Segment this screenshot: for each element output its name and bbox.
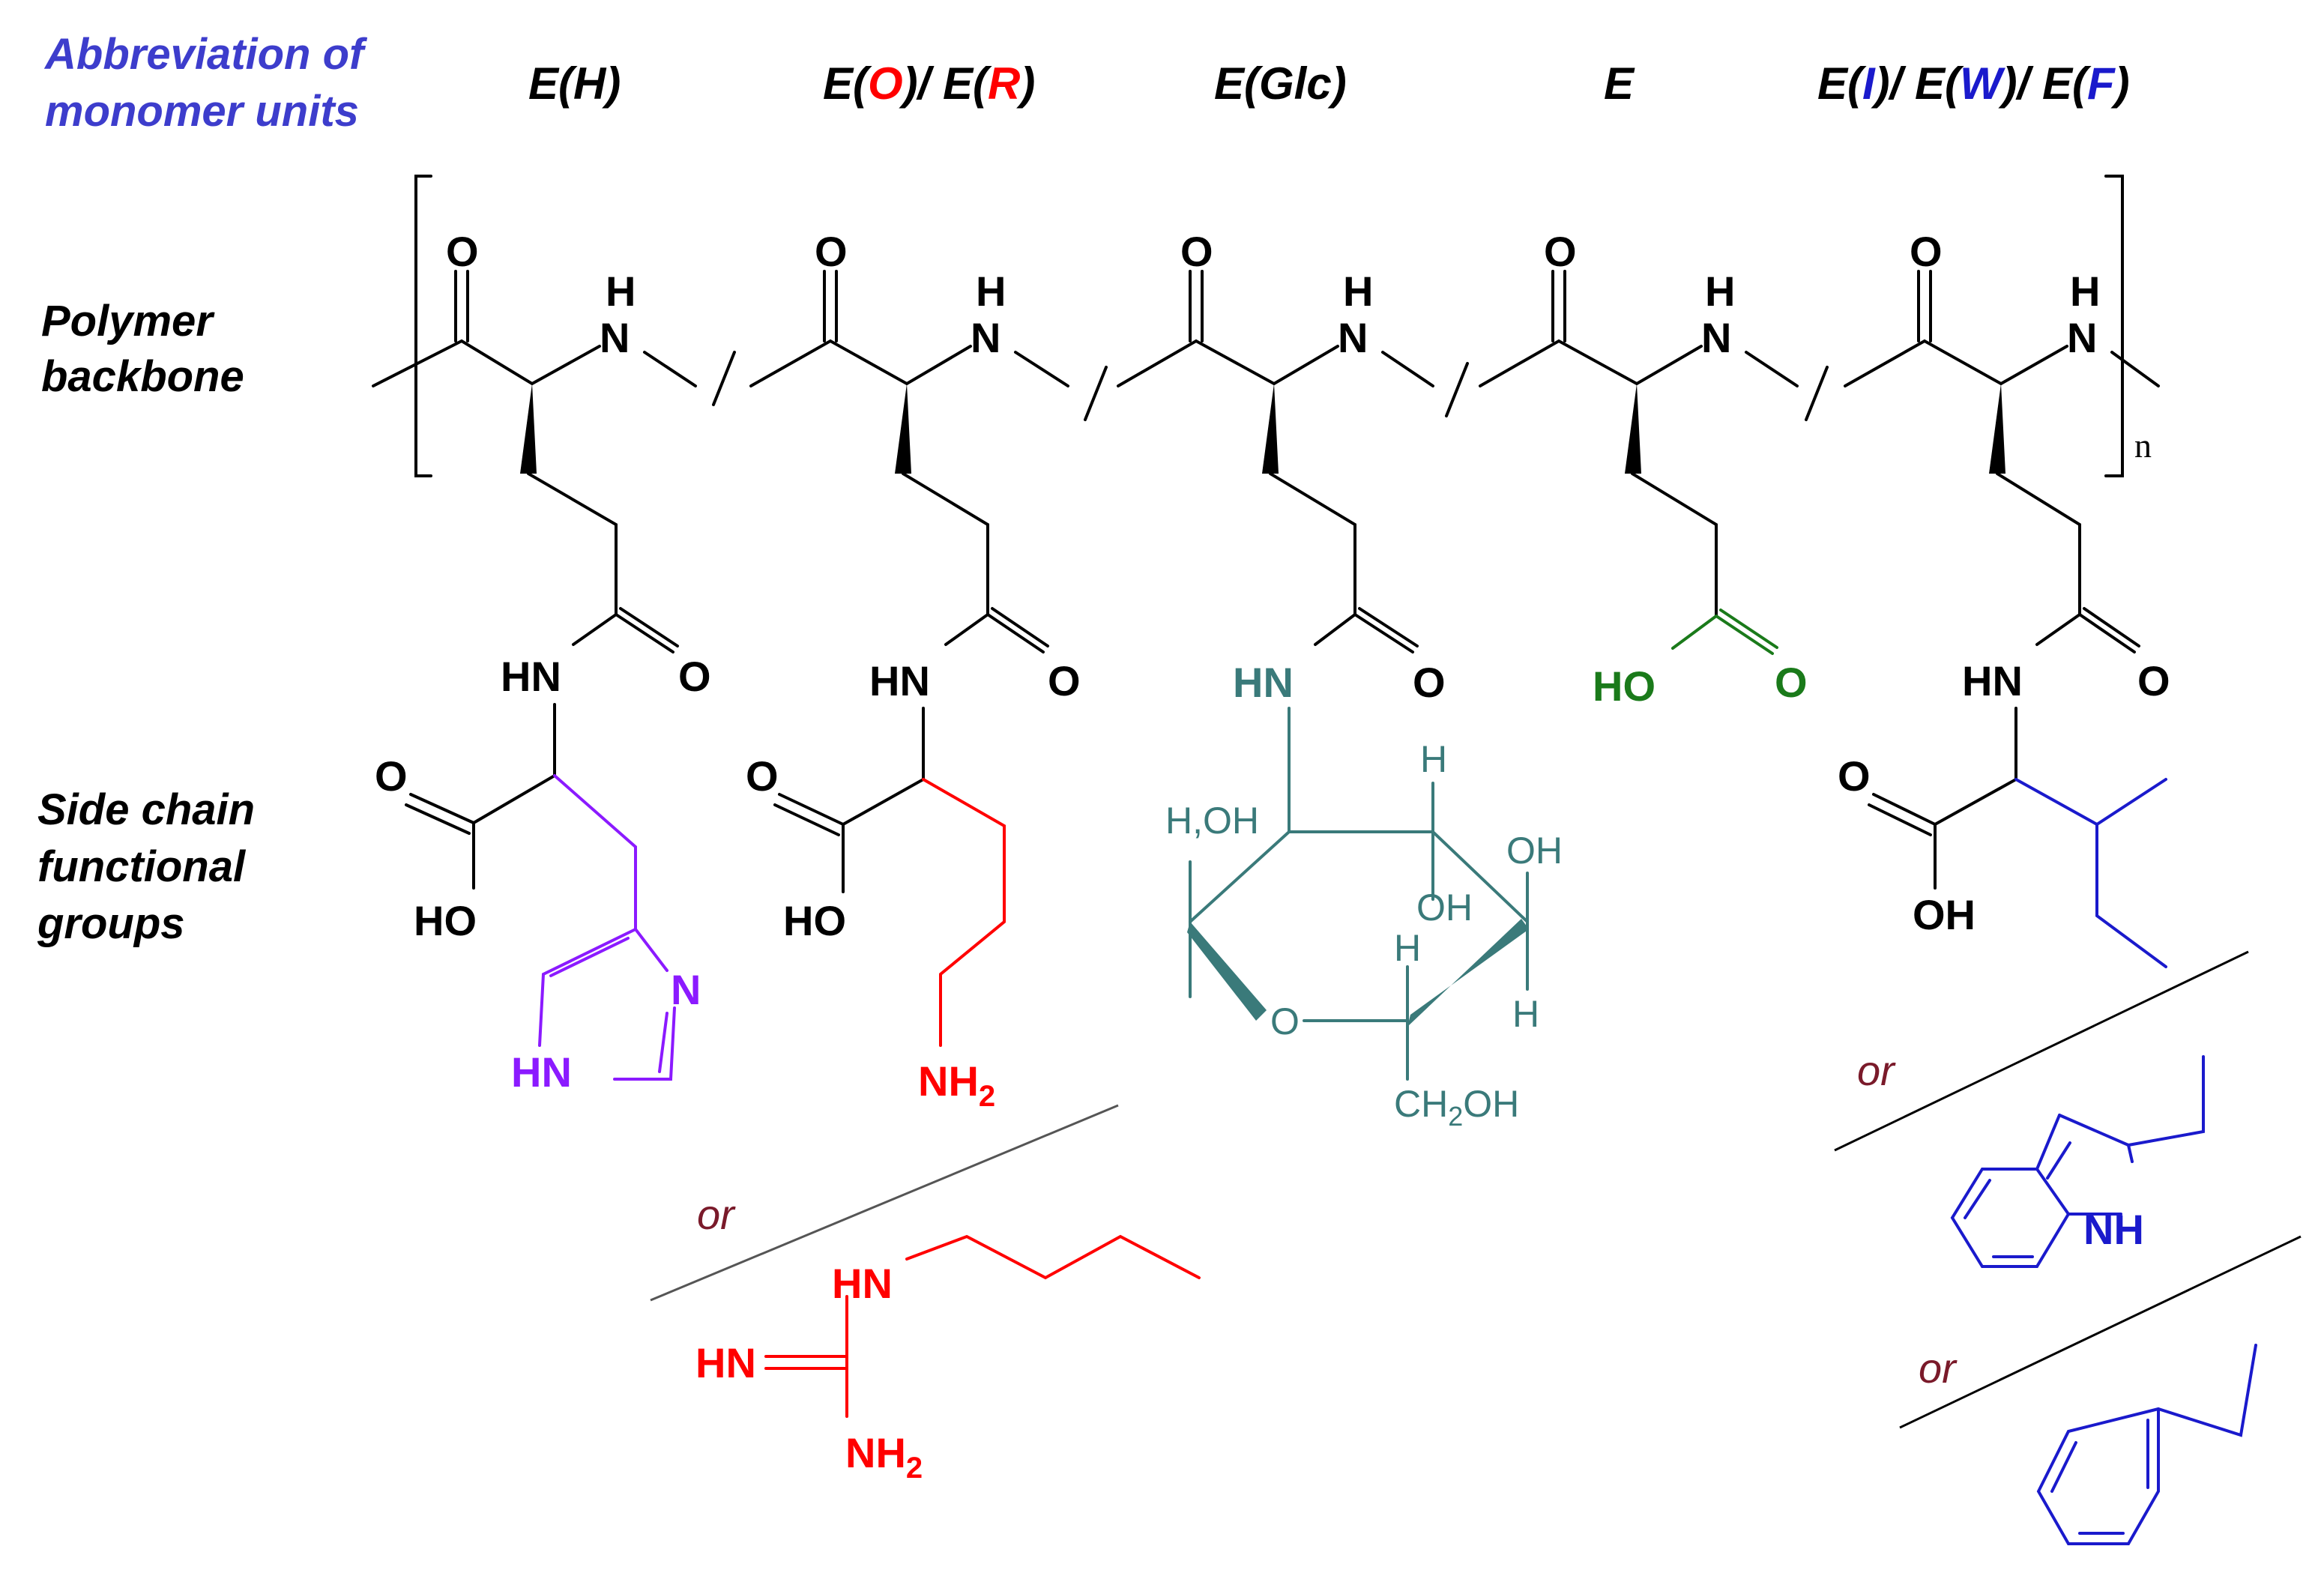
or-label-1: or bbox=[697, 1191, 736, 1238]
svg-text:HN: HN bbox=[511, 1048, 572, 1096]
svg-text:O: O bbox=[446, 228, 479, 275]
arginine-nh2-label: NH2 bbox=[845, 1429, 923, 1485]
svg-text:OH: OH bbox=[1913, 891, 1976, 938]
svg-text:HO: HO bbox=[1593, 662, 1656, 710]
svg-text:H: H bbox=[1394, 927, 1421, 969]
svg-text:OH: OH bbox=[1506, 830, 1563, 872]
svg-text:HN: HN bbox=[832, 1260, 893, 1307]
svg-text:HN: HN bbox=[869, 657, 930, 704]
svg-text:O: O bbox=[746, 752, 779, 800]
svg-text:N: N bbox=[2067, 314, 2097, 361]
svg-text:O: O bbox=[815, 228, 848, 275]
or-label-2: or bbox=[1857, 1047, 1896, 1094]
svg-text:HN: HN bbox=[695, 1339, 756, 1386]
slash-3 bbox=[1445, 362, 1469, 417]
svg-text:O: O bbox=[1544, 228, 1577, 275]
slash-1 bbox=[712, 351, 736, 406]
svg-text:N: N bbox=[971, 314, 1000, 361]
svg-text:H: H bbox=[1343, 268, 1373, 315]
svg-text:O: O bbox=[1180, 228, 1213, 275]
side-chain-label-line3: groups bbox=[37, 899, 185, 948]
unit-eglc: O H N HN O O H OH H,OH OH H H CH2OH bbox=[1117, 228, 1563, 1132]
svg-text:O: O bbox=[1270, 1000, 1300, 1042]
ch2oh-label: CH2OH bbox=[1394, 1083, 1519, 1132]
svg-text:N: N bbox=[1701, 314, 1731, 361]
right-bracket bbox=[2104, 175, 2124, 477]
svg-text:N: N bbox=[600, 314, 630, 361]
svg-text:NH: NH bbox=[2083, 1206, 2144, 1253]
unit-eo-er: O H N HN O O HO NH2 or HN HN NH2 bbox=[650, 228, 1201, 1485]
backbone-label-line2: backbone bbox=[41, 352, 244, 401]
svg-text:H: H bbox=[976, 268, 1006, 315]
svg-text:HN: HN bbox=[1962, 657, 2023, 704]
side-chain-label-line2: functional bbox=[37, 842, 247, 891]
unit-eh: O H N HN O O HO N HN bbox=[372, 228, 711, 1096]
svg-text:H: H bbox=[606, 268, 636, 315]
abbrev-label-line1: Abbreviation of bbox=[43, 30, 368, 79]
abbrev-label-line2: monomer units bbox=[45, 87, 359, 136]
svg-text:HN: HN bbox=[501, 653, 561, 700]
header-eglc: E(Glc) bbox=[1214, 58, 1347, 109]
svg-text:HN: HN bbox=[1233, 659, 1294, 706]
slash-4 bbox=[1805, 366, 1829, 421]
svg-text:OH: OH bbox=[1416, 887, 1473, 929]
header-eh: E(H) bbox=[528, 58, 621, 109]
svg-text:O: O bbox=[1775, 659, 1808, 706]
svg-text:O: O bbox=[1413, 659, 1446, 706]
svg-text:H,OH: H,OH bbox=[1165, 800, 1259, 842]
svg-text:O: O bbox=[2137, 657, 2170, 704]
repeat-n-label: n bbox=[2134, 426, 2152, 465]
svg-text:HO: HO bbox=[783, 897, 846, 944]
svg-text:H: H bbox=[1420, 738, 1447, 780]
backbone-label-line1: Polymer bbox=[41, 297, 215, 345]
svg-text:H: H bbox=[2070, 268, 2100, 315]
unit-ei-ew-ef: O H N HN O O OH or NH or bbox=[1834, 228, 2302, 1545]
svg-text:O: O bbox=[1910, 228, 1943, 275]
header-eo-er: E(O)/ E(R) bbox=[823, 58, 1035, 109]
left-bracket bbox=[414, 175, 432, 477]
svg-text:N: N bbox=[671, 966, 701, 1013]
slash-2 bbox=[1084, 366, 1108, 421]
svg-text:O: O bbox=[1838, 752, 1871, 800]
header-ei-ew-ef: E(I)/ E(W)/ E(F) bbox=[1817, 58, 2130, 109]
side-chain-label-line1: Side chain bbox=[37, 785, 255, 834]
svg-text:N: N bbox=[1338, 314, 1368, 361]
svg-text:H: H bbox=[1705, 268, 1735, 315]
ornithine-nh2-label: NH2 bbox=[918, 1057, 995, 1113]
or-label-3: or bbox=[1919, 1344, 1958, 1392]
svg-text:O: O bbox=[1048, 657, 1081, 704]
svg-text:HO: HO bbox=[414, 897, 477, 944]
svg-text:O: O bbox=[375, 752, 408, 800]
header-e: E bbox=[1604, 58, 1635, 109]
svg-text:O: O bbox=[678, 653, 711, 700]
unit-e: O H N HO O bbox=[1479, 228, 1808, 710]
svg-text:H: H bbox=[1512, 993, 1539, 1035]
